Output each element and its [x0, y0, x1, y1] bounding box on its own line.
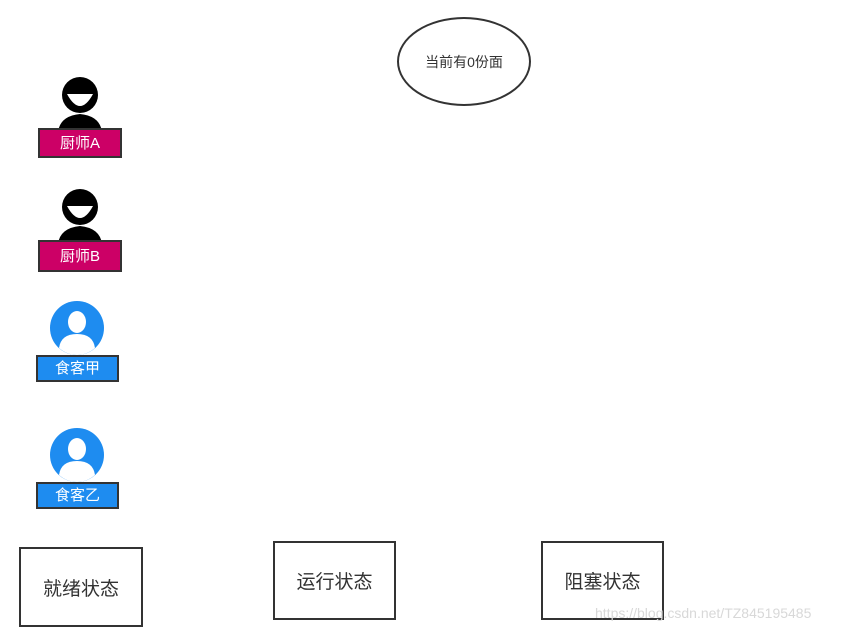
noodle-count-node: 当前有0份面: [397, 17, 531, 106]
watermark-text: https://blog.csdn.net/TZ845195485: [595, 605, 812, 621]
user-icon: [50, 428, 104, 482]
chef-b-actor: 厨师B: [38, 188, 122, 274]
chef-icon: [58, 189, 102, 244]
noodle-count-label: 当前有0份面: [425, 53, 503, 70]
diner-2-actor: 食客乙: [35, 427, 119, 511]
blocked-state-box: 阻塞状态: [541, 541, 664, 620]
chef-b-label: 厨师B: [38, 240, 122, 272]
blocked-state-label: 阻塞状态: [564, 572, 641, 593]
diner-2-label: 食客乙: [36, 482, 119, 509]
diner-1-label: 食客甲: [36, 355, 119, 382]
chef-a-actor: 厨师A: [38, 76, 122, 162]
ready-state-box: 就绪状态: [19, 547, 143, 627]
chef-a-label: 厨师A: [38, 128, 122, 158]
user-icon: [50, 301, 104, 355]
running-state-box: 运行状态: [273, 541, 396, 620]
diner-1-actor: 食客甲: [35, 300, 119, 384]
running-state-label: 运行状态: [296, 572, 373, 593]
chef-icon: [58, 77, 102, 132]
ready-state-label: 就绪状态: [42, 578, 119, 600]
